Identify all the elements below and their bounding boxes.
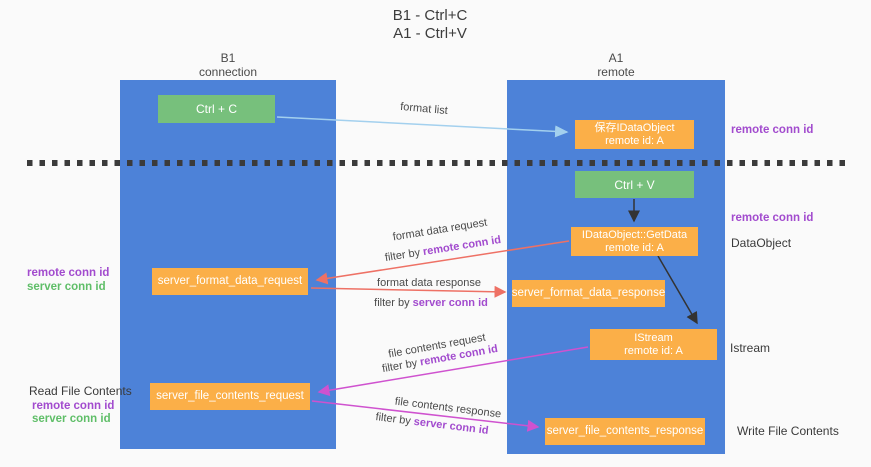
server-format-data-response-node: server_format_data_response bbox=[512, 280, 665, 307]
server-conn-id-text: server conn id bbox=[412, 297, 488, 309]
read-file-contents-label: Read File Contents bbox=[29, 384, 132, 398]
ctrl-c-node: Ctrl + C bbox=[158, 95, 275, 123]
dataobject-label: DataObject bbox=[731, 236, 792, 250]
write-file-contents-label: Write File Contents bbox=[737, 424, 839, 438]
server-file-contents-request-node: server_file_contents_request bbox=[150, 383, 310, 410]
left-server-conn-id-bottom: server conn id bbox=[32, 413, 111, 425]
left-column-subtitle: connection bbox=[198, 65, 258, 79]
right-column-subtitle: remote bbox=[597, 65, 635, 79]
format-data-response-filter-label: filter by server conn id bbox=[361, 297, 501, 309]
server-format-data-request-label: server_format_data_request bbox=[157, 275, 303, 287]
ctrl-c-label: Ctrl + C bbox=[195, 102, 237, 116]
filter-by-text: filter by bbox=[374, 411, 415, 428]
right-remote-conn-id-top: remote conn id bbox=[731, 124, 814, 136]
saved-dataobject-remote-id: remote id: A bbox=[605, 134, 664, 147]
left-server-conn-id-mid: server conn id bbox=[27, 281, 106, 293]
getdata-node: IDataObject::GetData remote id: A bbox=[571, 227, 698, 256]
format-data-response-label: format data response bbox=[377, 277, 481, 289]
left-remote-conn-id-mid: remote conn id bbox=[27, 267, 110, 279]
saved-dataobject-title: 保存IDataObject bbox=[594, 121, 675, 134]
left-column-header: B1 connection bbox=[120, 51, 336, 79]
server-file-contents-response-label: server_file_contents_response bbox=[546, 425, 704, 437]
diagram-title: B1 - Ctrl+C A1 - Ctrl+V bbox=[300, 7, 560, 43]
right-column-name: A1 bbox=[608, 51, 624, 65]
istream-remote-id: remote id: A bbox=[624, 344, 683, 357]
getdata-remote-id: remote id: A bbox=[605, 241, 664, 254]
istream-side-label: Istream bbox=[730, 341, 771, 355]
server-format-data-request-node: server_format_data_request bbox=[152, 268, 308, 295]
left-remote-conn-id-bottom: remote conn id bbox=[32, 400, 115, 412]
server-conn-id-text: server conn id bbox=[413, 415, 490, 437]
istream-node: IStream remote id: A bbox=[590, 329, 717, 360]
title-line-2: A1 - Ctrl+V bbox=[393, 25, 467, 42]
server-file-contents-request-label: server_file_contents_request bbox=[156, 390, 304, 402]
format-list-label: format list bbox=[399, 100, 449, 118]
right-column-header: A1 remote bbox=[507, 51, 725, 79]
server-file-contents-response-node: server_file_contents_response bbox=[545, 418, 705, 445]
filter-by-text: filter by bbox=[374, 297, 413, 309]
server-format-data-response-label: server_format_data_response bbox=[511, 287, 666, 299]
saved-dataobject-node: 保存IDataObject remote id: A bbox=[575, 120, 694, 149]
filter-by-text: filter by bbox=[384, 246, 425, 265]
istream-title: IStream bbox=[634, 331, 673, 344]
ctrl-v-label: Ctrl + V bbox=[614, 177, 655, 192]
ctrl-v-node: Ctrl + V bbox=[575, 171, 694, 198]
right-remote-conn-id-mid: remote conn id bbox=[731, 212, 814, 224]
getdata-title: IDataObject::GetData bbox=[581, 228, 688, 241]
title-line-1: B1 - Ctrl+C bbox=[392, 7, 468, 24]
remote-conn-id-text: remote conn id bbox=[422, 233, 502, 259]
left-column-name: B1 bbox=[220, 51, 236, 65]
